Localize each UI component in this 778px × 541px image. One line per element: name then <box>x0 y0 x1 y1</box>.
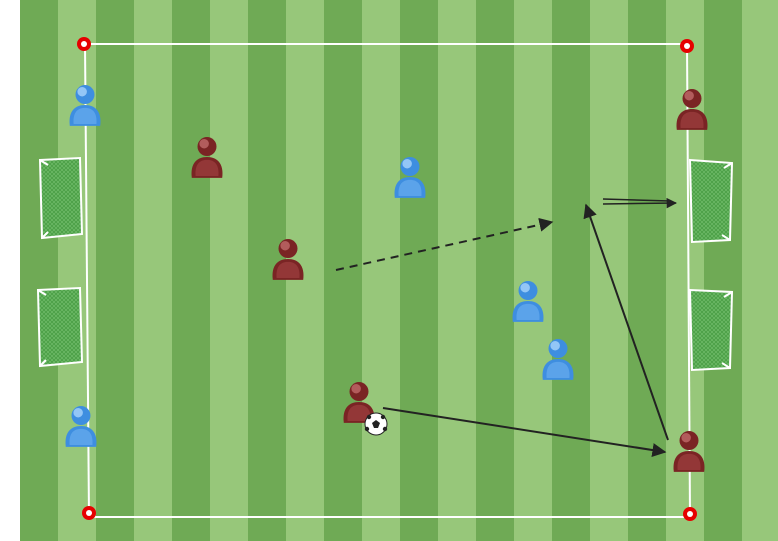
grass-stripe <box>438 0 476 541</box>
grass-stripe <box>96 0 134 541</box>
grass-stripe <box>628 0 666 541</box>
grass-stripe <box>704 0 742 541</box>
grass-stripe <box>476 0 514 541</box>
grass-stripe <box>552 0 590 541</box>
grass-stripe <box>210 0 248 541</box>
grass-stripe <box>20 0 58 541</box>
right-goal-upper <box>690 160 732 242</box>
corner-cone-bottom-right <box>683 507 697 521</box>
grass-stripe <box>58 0 96 541</box>
grass-stripe <box>324 0 362 541</box>
grass-stripes <box>20 0 778 541</box>
corner-cone-top-right <box>680 39 694 53</box>
right-goal-lower <box>690 290 732 370</box>
corner-cone-bottom-left <box>82 506 96 520</box>
grass-stripe <box>134 0 172 541</box>
left-goal-lower <box>38 288 82 366</box>
grass-stripe <box>400 0 438 541</box>
corner-cone-top-left <box>77 37 91 51</box>
grass-stripe <box>514 0 552 541</box>
left-goal-upper <box>40 158 82 238</box>
grass-stripe <box>172 0 210 541</box>
grass-stripe <box>362 0 400 541</box>
soccer-ball-icon <box>365 413 387 435</box>
grass-stripe <box>742 0 778 541</box>
